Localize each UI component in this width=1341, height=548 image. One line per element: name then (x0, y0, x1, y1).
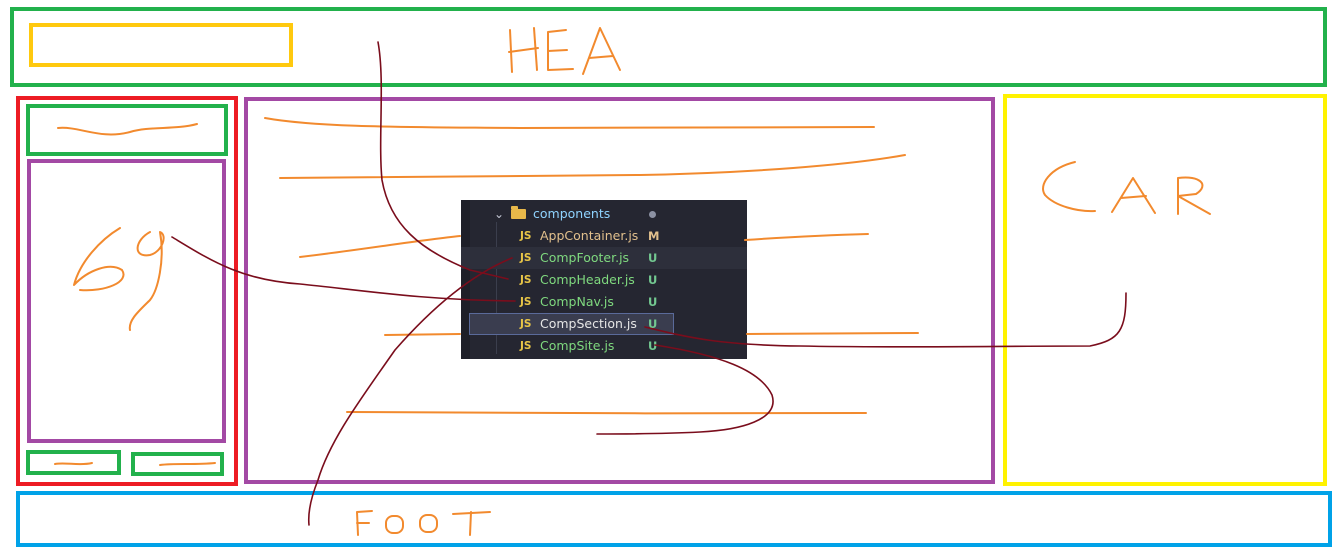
card-region (1003, 94, 1327, 486)
js-file-icon: JS (520, 252, 532, 264)
file-name: CompSection.js (540, 316, 637, 331)
folder-icon (511, 206, 526, 219)
section-scribble-line (744, 233, 869, 241)
git-status-badge: U (648, 317, 658, 331)
js-file-icon: JS (520, 296, 532, 308)
js-file-icon: JS (520, 230, 532, 242)
section-region (244, 97, 995, 484)
section-scribble-line (346, 411, 867, 415)
file-name: CompSite.js (540, 338, 615, 353)
handwritten-card-label (1042, 161, 1211, 215)
file-row[interactable]: JS AppContainer.js M (461, 225, 747, 247)
explorer-gutter (461, 200, 470, 359)
sidebar-top-region (26, 104, 228, 156)
folder-row-components[interactable]: ⌄ components (461, 203, 747, 225)
section-scribble-line (384, 332, 919, 336)
git-status-badge: U (648, 295, 658, 309)
sidebar-region (16, 96, 238, 486)
file-name: CompHeader.js (540, 272, 635, 287)
file-name: AppContainer.js (540, 228, 639, 243)
modified-dot-icon (649, 211, 656, 218)
file-explorer-panel: ⌄ components JS AppContainer.js M JS Com… (461, 200, 747, 359)
git-status-badge: U (648, 273, 658, 287)
folder-label: components (533, 206, 611, 221)
sidebar-button-right-scribble (159, 462, 216, 466)
connector-site-line (596, 344, 774, 435)
handwritten-sidebar-label (73, 227, 165, 331)
section-scribble-line (279, 154, 906, 179)
git-status-badge: U (648, 251, 658, 265)
file-row[interactable]: JS CompNav.js U (461, 291, 747, 313)
file-row[interactable]: JS CompSite.js U (461, 335, 747, 357)
chevron-down-icon[interactable]: ⌄ (494, 207, 505, 221)
sidebar-button-left-scribble (54, 462, 93, 466)
sidebar-button-left-region (26, 450, 121, 475)
handwritten-header-label (508, 27, 621, 75)
connector-header-line (377, 41, 509, 280)
sidebar-top-scribble (57, 123, 198, 136)
git-status-badge: U (648, 339, 658, 353)
file-row[interactable]: JS CompHeader.js U (461, 269, 747, 291)
file-name: CompFooter.js (540, 250, 630, 265)
sidebar-button-right-region (131, 452, 224, 476)
js-file-icon: JS (520, 318, 532, 330)
js-file-icon: JS (520, 274, 532, 286)
sidebar-content-region (27, 159, 226, 443)
tree-indent-guide (496, 222, 497, 354)
file-row-selected[interactable]: JS CompSection.js U (469, 313, 674, 335)
header-region (10, 7, 1327, 87)
git-status-badge: M (648, 229, 660, 243)
connector-nav-line (171, 236, 516, 302)
file-name: CompNav.js (540, 294, 614, 309)
file-row[interactable]: JS CompFooter.js U (461, 247, 747, 269)
logo-region (29, 23, 293, 67)
js-file-icon: JS (520, 340, 532, 352)
handwritten-footer-label (356, 510, 491, 536)
section-scribble-line (299, 235, 461, 258)
footer-region (16, 491, 1332, 547)
section-scribble-line (264, 117, 875, 129)
connector-card-line (644, 292, 1127, 348)
connector-footer-line (307, 257, 513, 526)
